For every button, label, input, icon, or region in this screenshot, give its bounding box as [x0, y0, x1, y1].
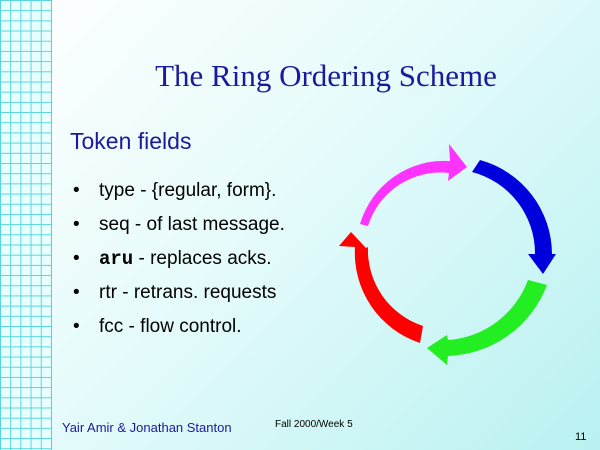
field-term: rtr	[99, 282, 117, 303]
footer-course: Fall 2000/Week 5	[275, 419, 353, 430]
bullet-icon: •	[73, 214, 80, 235]
list-item: • rtr - retrans. requests	[73, 282, 285, 316]
ring-arrow-bottom	[427, 280, 547, 365]
field-description: - retrans. requests	[116, 282, 277, 303]
list-item: • seq - of last message.	[73, 214, 285, 248]
decorative-grid	[0, 0, 52, 450]
page-number: 11	[575, 431, 587, 443]
grid-border	[51, 0, 52, 450]
field-term: fcc	[99, 316, 124, 337]
bullet-icon: •	[73, 282, 80, 303]
field-term: seq	[99, 214, 130, 235]
ring-arrow-left	[339, 232, 423, 343]
list-item: • type - {regular, form}.	[73, 180, 285, 214]
bullet-icon: •	[73, 180, 80, 201]
bullet-icon: •	[73, 316, 80, 337]
list-item: • aru - replaces acks.	[73, 248, 285, 282]
footer-authors: Yair Amir & Jonathan Stanton	[62, 420, 232, 435]
ring-arrow-top	[360, 144, 467, 226]
field-description: - {regular, form}.	[134, 180, 277, 201]
slide-subtitle: Token fields	[70, 128, 192, 154]
slide-title: The Ring Ordering Scheme	[155, 58, 497, 93]
field-term: aru	[99, 248, 134, 270]
field-description: - replaces acks.	[133, 248, 272, 269]
ring-diagram	[339, 144, 556, 365]
field-term: type	[99, 180, 135, 201]
field-description: - of last message.	[129, 214, 285, 235]
list-item: • fcc - flow control.	[73, 316, 285, 350]
bullet-icon: •	[73, 248, 80, 269]
ring-arrow-right	[472, 160, 556, 274]
token-fields-list: • type - {regular, form}. • seq - of last …	[73, 180, 285, 350]
field-description: - flow control.	[123, 316, 242, 337]
